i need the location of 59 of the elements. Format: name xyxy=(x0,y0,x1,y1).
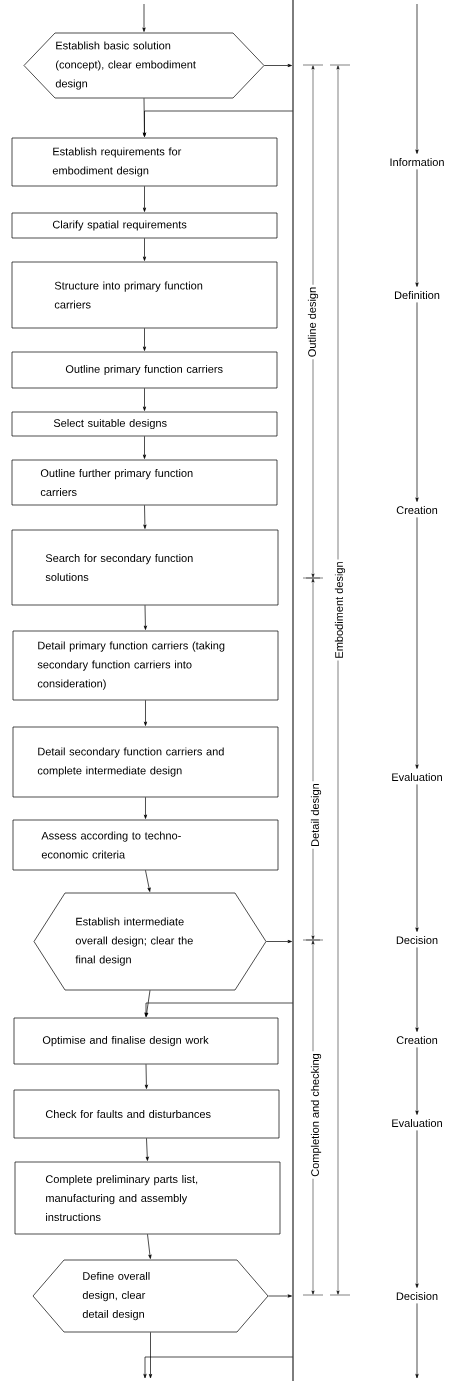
feedback-arrow xyxy=(143,1356,294,1379)
stage-label: Creation xyxy=(396,505,438,515)
arrow xyxy=(143,797,148,819)
dimension-label: Detail design xyxy=(308,781,324,849)
arrow xyxy=(147,1234,152,1259)
dimension-label: Completion and checking xyxy=(308,1051,324,1179)
arrow xyxy=(145,1138,149,1161)
arrow xyxy=(142,186,147,212)
feedback-arrow xyxy=(264,63,292,68)
arrow xyxy=(415,1047,419,1115)
arrow xyxy=(415,3,419,154)
process-box: Check for faults and disturbances xyxy=(13,1089,280,1139)
process-box: Assess according to techno-economic criteria xyxy=(12,819,279,871)
decision-hexagon: Establish basic solution (concept), clear embodiment design xyxy=(23,32,265,99)
arrow xyxy=(415,1303,419,1379)
arrow xyxy=(143,700,148,726)
arrow xyxy=(143,505,147,529)
stage-label: Evaluation xyxy=(392,772,442,782)
stage-label: Creation xyxy=(396,1036,438,1045)
arrow xyxy=(142,388,147,411)
stage-label: Evaluation xyxy=(392,1119,442,1128)
arrow xyxy=(142,328,147,351)
arrow xyxy=(415,169,419,287)
feedback-arrow xyxy=(266,939,292,944)
decision-hexagon: Define overall design, clear detail design xyxy=(32,1259,269,1333)
process-box: Complete preliminary parts list, manufacturing and assembly instructions xyxy=(14,1161,281,1235)
process-box: Detail primary function carriers (taking secondary function carriers into consideration) xyxy=(12,630,279,701)
feedback-arrow xyxy=(142,110,294,137)
arrow xyxy=(415,1130,419,1288)
process-box: Clarify spatial requirements xyxy=(11,212,278,239)
process-box: Detail secondary function carriers and complete intermediate design xyxy=(12,726,279,798)
stage-label: Decision xyxy=(396,1292,438,1301)
arrow xyxy=(144,1064,148,1089)
arrow xyxy=(142,238,147,261)
stage-label: Definition xyxy=(395,290,440,300)
process-box: Establish requirements for embodiment design xyxy=(11,137,278,187)
process-box: Outline further primary function carriers xyxy=(11,459,278,506)
arrow xyxy=(415,947,419,1032)
dimension-label: Outline design xyxy=(305,284,321,360)
arrow xyxy=(142,3,146,32)
arrow xyxy=(415,302,419,502)
arrow xyxy=(143,605,147,630)
arrow xyxy=(142,436,147,459)
dimension-label: Embodiment design xyxy=(332,559,348,661)
stage-label: Decision xyxy=(396,935,438,945)
process-box: Select suitable designs xyxy=(11,411,278,437)
decision-hexagon: Establish intermediate overall design; clear the final design xyxy=(33,892,267,991)
process-box: Outline primary function carriers xyxy=(11,351,278,389)
process-box: Search for secondary function solutions xyxy=(11,529,279,606)
feedback-arrow xyxy=(268,1294,292,1298)
arrow xyxy=(415,784,419,932)
arrow xyxy=(145,870,151,892)
stage-label: Information xyxy=(390,157,444,167)
process-box: Optimise and finalise design work xyxy=(13,1017,279,1065)
feedback-arrow xyxy=(144,1002,294,1017)
process-box: Structure into primary function carriers xyxy=(11,261,278,329)
feedback-line xyxy=(292,0,294,1381)
arrow xyxy=(415,517,419,769)
arrow xyxy=(148,1332,153,1379)
